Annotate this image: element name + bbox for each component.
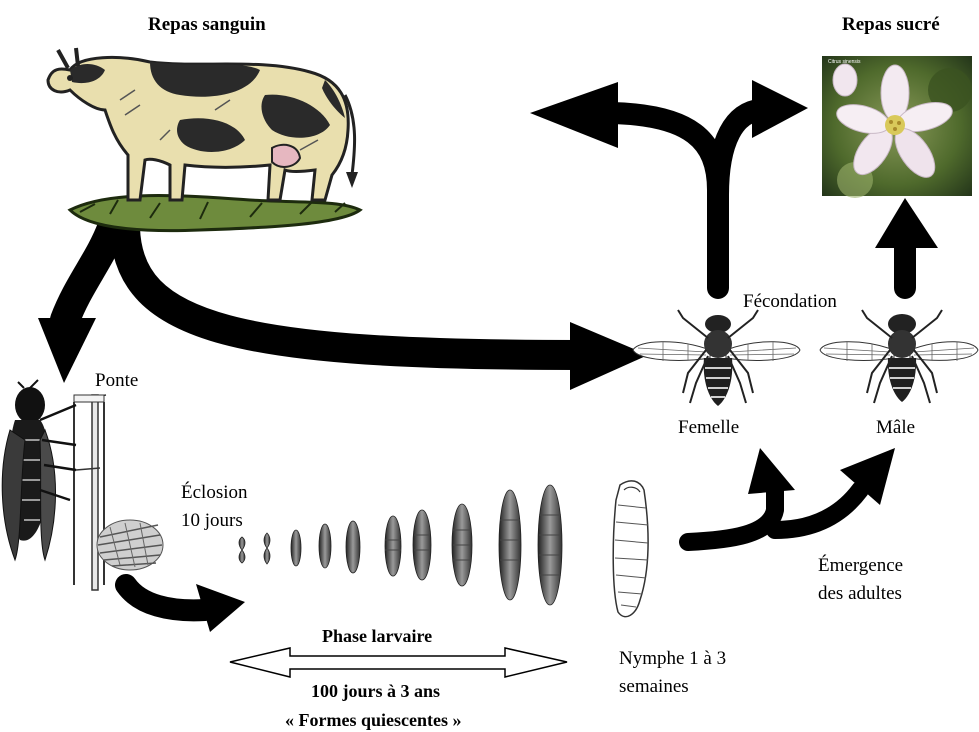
female-fly [633, 310, 800, 406]
laying-label: Ponte [95, 369, 138, 393]
egg-laying-fly [2, 380, 106, 590]
emergence-label: Émergence des adultes [818, 552, 903, 608]
egg-mass [97, 520, 163, 570]
pupa [613, 481, 648, 617]
cow-illustration [48, 48, 360, 231]
arrow-fork [612, 113, 718, 288]
pupa-label: Nymphe 1 à 3 semaines [619, 645, 726, 701]
emergence-line-2: des adultes [818, 580, 903, 608]
fertilization-label: Fécondation [743, 290, 837, 314]
arrow-to-female [125, 228, 580, 355]
pupa-line-2: semaines [619, 673, 726, 701]
quiescent-forms-label: « Formes quiescentes » [285, 708, 461, 732]
male-label: Mâle [876, 416, 915, 440]
hatching-line-2: 10 jours [181, 507, 248, 535]
hatching-label: Éclosion 10 jours [181, 479, 248, 535]
larval-phase-label: Phase larvaire [322, 624, 432, 648]
larval-phase-double-arrow [230, 648, 567, 677]
photo-watermark: Citrus sinensis [828, 59, 861, 65]
pupa-line-1: Nymphe 1 à 3 [619, 645, 726, 673]
hatching-line-1: Éclosion [181, 479, 248, 507]
male-fly [820, 310, 978, 403]
female-label: Femelle [678, 416, 739, 440]
photo-frame: Citrus sinensis [822, 56, 972, 196]
larval-duration-label: 100 jours à 3 ans [311, 679, 440, 703]
arrow-to-laying [65, 228, 112, 320]
emergence-line-1: Émergence [818, 552, 903, 580]
blood-meal-label: Repas sanguin [148, 13, 266, 37]
larvae-sequence [239, 485, 562, 605]
arrow-to-larvae [126, 585, 205, 610]
sugar-meal-label: Repas sucré [842, 13, 940, 37]
arrow-emergence [688, 490, 775, 542]
